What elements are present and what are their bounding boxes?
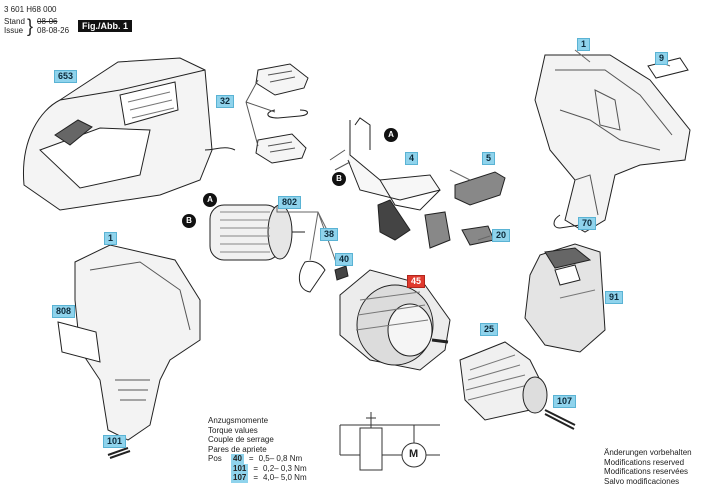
slider-drawing (454, 171, 506, 206)
chuck-drawing (459, 341, 548, 421)
screw-107-drawing (544, 409, 576, 430)
torque-row: 107 = 4,0– 5,0 Nm (208, 473, 307, 483)
mod-line: Modifications reservées (604, 467, 689, 476)
part-tag-5[interactable]: 5 (482, 152, 496, 165)
part-tag-45[interactable]: 45 (407, 275, 426, 288)
figure-label: Fig./Abb. 1 (78, 20, 132, 32)
torque-eq: = (253, 473, 259, 482)
part-tag-1-left[interactable]: 1 (104, 232, 118, 245)
torque-eq: = (253, 463, 259, 473)
torque-table: Anzugsmomente Torque values Couple de se… (208, 416, 307, 483)
part-tag-107[interactable]: 107 (553, 395, 577, 408)
mod-line: Salvo modificaciones (604, 476, 680, 486)
switch-drawing (329, 117, 451, 249)
label-plate-drawing (647, 57, 689, 79)
screw-40-drawing (334, 265, 349, 281)
torque-row: Pos 40 = 0,5– 0,8 Nm (208, 454, 307, 464)
part-tag-4[interactable]: 4 (405, 152, 419, 165)
torque-value: 0,2– 0,3 Nm (263, 463, 307, 473)
issue-label: Issue (4, 26, 24, 35)
part-tag-91[interactable]: 91 (605, 291, 624, 304)
pos-label: Pos (208, 454, 222, 463)
brace-icon: } (27, 16, 34, 36)
stand-label: Stand (4, 17, 25, 26)
part-tag-70[interactable]: 70 (578, 217, 597, 230)
part-tag-38[interactable]: 38 (320, 228, 339, 241)
marker-b-top: B (332, 172, 346, 186)
gearbox-drawing (339, 269, 451, 371)
old-date: 08-06 (37, 17, 58, 26)
motor-symbol: M (409, 448, 419, 460)
mod-line: Änderungen vorbehalten (604, 448, 692, 457)
motor-drawing (209, 204, 305, 261)
torque-part: 40 (231, 454, 244, 464)
charger-drawing (22, 57, 236, 211)
torque-part: 101 (231, 463, 249, 473)
part-tag-25[interactable]: 25 (480, 323, 499, 336)
marker-a-top: A (384, 128, 398, 142)
mod-line: Modifications reserved (604, 457, 685, 467)
torque-line-es: Pares de apriete (208, 444, 267, 454)
modifications-note: Änderungen vorbehalten Modifications res… (604, 448, 692, 486)
screw-101-drawing (107, 447, 131, 459)
clip-parts-drawing (245, 63, 309, 164)
torque-line-de: Anzugsmomente (208, 416, 269, 425)
marker-b-motor: B (182, 214, 196, 228)
part-tag-101[interactable]: 101 (103, 435, 127, 448)
torque-eq: = (248, 454, 254, 463)
battery-drawing (524, 243, 606, 353)
doc-number: 3 601 H68 000 (4, 5, 57, 14)
part-tag-653[interactable]: 653 (54, 70, 78, 83)
new-date: 08-08-26 (37, 26, 70, 35)
part-tag-808[interactable]: 808 (52, 305, 76, 318)
button-drawing (461, 225, 495, 246)
torque-line-fr: Couple de serrage (208, 435, 274, 444)
part-tag-1-right[interactable]: 1 (577, 38, 591, 51)
clip-drawing (553, 214, 581, 229)
housing-right-drawing (534, 54, 691, 233)
marker-a-motor: A (203, 193, 217, 207)
torque-value: 4,0– 5,0 Nm (263, 473, 307, 482)
torque-line-en: Torque values (208, 425, 258, 435)
part-tag-32[interactable]: 32 (216, 95, 235, 108)
torque-value: 0,5– 0,8 Nm (258, 454, 303, 463)
part-tag-40[interactable]: 40 (335, 253, 354, 266)
part-tag-802[interactable]: 802 (278, 196, 302, 209)
part-tag-20[interactable]: 20 (492, 229, 511, 242)
washer-drawing (298, 260, 326, 293)
torque-part: 107 (231, 473, 249, 483)
label-808-drawing (57, 321, 101, 363)
circuit-schematic (339, 412, 440, 471)
torque-row: 101 = 0,2– 0,3 Nm (208, 463, 307, 473)
part-tag-9[interactable]: 9 (655, 52, 669, 65)
